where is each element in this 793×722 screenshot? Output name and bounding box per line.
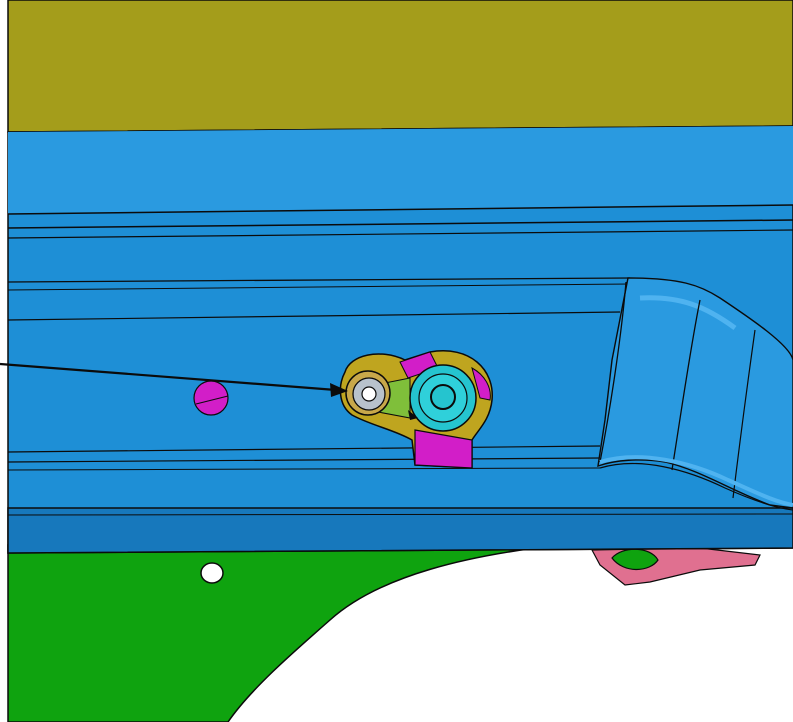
arrow-icon	[0, 362, 348, 397]
magenta-pin	[193, 380, 229, 416]
channel-highlight	[639, 295, 737, 331]
bracket-face-magenta-lower	[414, 429, 473, 469]
plate-hole	[200, 562, 224, 584]
rail-upper-band	[8, 126, 793, 214]
lower-fitting-ring	[611, 548, 659, 571]
hinge-bracket-assembly	[339, 350, 493, 469]
olive-top-panel	[7, 0, 793, 133]
green-lower-plate	[7, 544, 561, 722]
rail-lower-flange	[7, 507, 793, 554]
